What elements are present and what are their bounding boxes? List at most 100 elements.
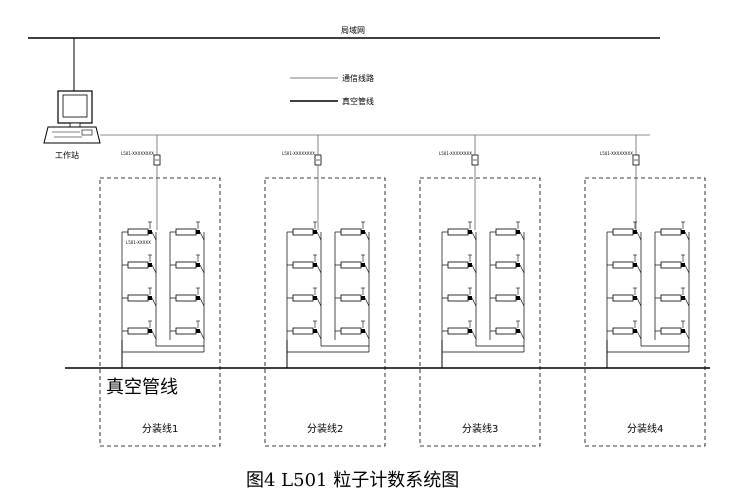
particle-counter-3-b-2-port bbox=[516, 263, 520, 267]
step-right-2-1 bbox=[364, 231, 370, 241]
line-label-1: 分装线1 bbox=[142, 422, 178, 435]
step-left-1-1 bbox=[151, 231, 157, 241]
step-right-3-3 bbox=[519, 297, 525, 307]
figure-caption: 图4 L501 粒子计数系统图 bbox=[246, 470, 459, 491]
step-right-2-4 bbox=[364, 330, 370, 340]
node-label-3: L501-XXXXXXXX bbox=[439, 151, 472, 156]
particle-counter-4-a-3-port bbox=[633, 296, 637, 300]
particle-counter-4-b-2 bbox=[660, 261, 682, 269]
step-left-3-2 bbox=[471, 264, 477, 274]
particle-counter-1-b-1-port bbox=[196, 230, 200, 234]
line-groups: L501-XXXXXXXX L501-XXXXX 分装线1 L501-XXXXXXXX… bbox=[99, 135, 706, 447]
particle-counter-3-a-4 bbox=[447, 327, 469, 335]
particle-counter-3-a-1 bbox=[447, 228, 469, 236]
line-boundary-1 bbox=[99, 177, 221, 447]
particle-counter-2-a-4 bbox=[292, 327, 314, 335]
workstation-icon bbox=[43, 90, 101, 144]
step-left-1-3 bbox=[151, 297, 157, 307]
particle-counter-1-b-2-port bbox=[196, 263, 200, 267]
workstation-label: 工作站 bbox=[55, 150, 79, 160]
line-boundary-4 bbox=[584, 177, 706, 447]
step-right-4-4 bbox=[684, 330, 690, 340]
step-left-2-3 bbox=[316, 297, 322, 307]
particle-counter-2-b-4-port bbox=[361, 329, 365, 333]
step-right-1-4 bbox=[199, 330, 205, 340]
particle-counter-4-a-1-port bbox=[633, 230, 637, 234]
step-left-4-1 bbox=[636, 231, 642, 241]
node-label-2: L501-XXXXXXXX bbox=[282, 151, 315, 156]
particle-counter-1-b-4-port bbox=[196, 329, 200, 333]
legend-comm-label: 通信线路 bbox=[342, 73, 374, 83]
legend-vacuum-label: 真空管线 bbox=[342, 96, 374, 106]
step-right-1-1 bbox=[199, 231, 205, 241]
particle-counter-4-b-4 bbox=[660, 327, 682, 335]
lan-label: 局域网 bbox=[341, 25, 365, 35]
particle-counter-2-b-3-port bbox=[361, 296, 365, 300]
step-right-2-2 bbox=[364, 264, 370, 274]
particle-counter-3-a-2-port bbox=[468, 263, 472, 267]
particle-counter-3-a-3 bbox=[447, 294, 469, 302]
particle-counter-2-a-3 bbox=[292, 294, 314, 302]
step-left-1-4 bbox=[151, 330, 157, 340]
first-counter-label: L501-XXXXX bbox=[126, 240, 151, 245]
particle-counter-1-a-2-port bbox=[148, 263, 152, 267]
particle-counter-4-b-3-port bbox=[681, 296, 685, 300]
line-label-3: 分装线3 bbox=[462, 422, 498, 435]
particle-counter-4-a-4-port bbox=[633, 329, 637, 333]
particle-counter-1-b-3-port bbox=[196, 296, 200, 300]
particle-counter-1-a-4 bbox=[127, 327, 149, 335]
particle-counter-1-b-4 bbox=[175, 327, 197, 335]
particle-counter-1-b-2 bbox=[175, 261, 197, 269]
particle-counter-4-b-4-port bbox=[681, 329, 685, 333]
step-left-4-2 bbox=[636, 264, 642, 274]
node-label-1: L501-XXXXXXXX bbox=[121, 151, 154, 156]
particle-counter-1-a-3-port bbox=[148, 296, 152, 300]
step-right-4-2 bbox=[684, 264, 690, 274]
line-boundary-2 bbox=[264, 177, 386, 447]
particle-counter-3-b-3 bbox=[495, 294, 517, 302]
particle-counter-4-a-2-port bbox=[633, 263, 637, 267]
step-left-3-1 bbox=[471, 231, 477, 241]
particle-counter-4-b-1 bbox=[660, 228, 682, 236]
step-right-3-1 bbox=[519, 231, 525, 241]
step-left-2-4 bbox=[316, 330, 322, 340]
particle-counter-2-b-2-port bbox=[361, 263, 365, 267]
line-label-4: 分装线4 bbox=[627, 422, 663, 435]
step-right-2-3 bbox=[364, 297, 370, 307]
main-pipe-label: 真空管线 bbox=[106, 377, 178, 398]
step-right-1-2 bbox=[199, 264, 205, 274]
particle-counter-3-a-3-port bbox=[468, 296, 472, 300]
step-left-3-4 bbox=[471, 330, 477, 340]
particle-counter-3-b-2 bbox=[495, 261, 517, 269]
particle-counter-1-a-1-port bbox=[148, 230, 152, 234]
step-right-3-4 bbox=[519, 330, 525, 340]
step-left-1-2 bbox=[151, 264, 157, 274]
line-label-2: 分装线2 bbox=[307, 422, 343, 435]
particle-counter-4-a-2 bbox=[612, 261, 634, 269]
particle-counter-4-a-1 bbox=[612, 228, 634, 236]
particle-counter-2-a-1 bbox=[292, 228, 314, 236]
step-left-2-2 bbox=[316, 264, 322, 274]
particle-counter-2-b-3 bbox=[340, 294, 362, 302]
particle-counter-2-a-1-port bbox=[313, 230, 317, 234]
particle-counter-1-a-3 bbox=[127, 294, 149, 302]
particle-counter-3-b-1-port bbox=[516, 230, 520, 234]
particle-counter-3-b-3-port bbox=[516, 296, 520, 300]
line-boundary-3 bbox=[419, 177, 541, 447]
particle-counter-2-b-1-port bbox=[361, 230, 365, 234]
particle-counter-1-b-1 bbox=[175, 228, 197, 236]
particle-counter-2-a-4-port bbox=[313, 329, 317, 333]
step-left-4-3 bbox=[636, 297, 642, 307]
particle-counter-2-b-1 bbox=[340, 228, 362, 236]
step-left-2-1 bbox=[316, 231, 322, 241]
step-right-3-2 bbox=[519, 264, 525, 274]
particle-counter-3-b-1 bbox=[495, 228, 517, 236]
particle-counter-3-b-4-port bbox=[516, 329, 520, 333]
particle-counter-2-b-2 bbox=[340, 261, 362, 269]
particle-counter-3-a-4-port bbox=[468, 329, 472, 333]
particle-counter-2-a-2 bbox=[292, 261, 314, 269]
particle-counter-4-a-4 bbox=[612, 327, 634, 335]
particle-counter-2-a-2-port bbox=[313, 263, 317, 267]
step-left-4-4 bbox=[636, 330, 642, 340]
